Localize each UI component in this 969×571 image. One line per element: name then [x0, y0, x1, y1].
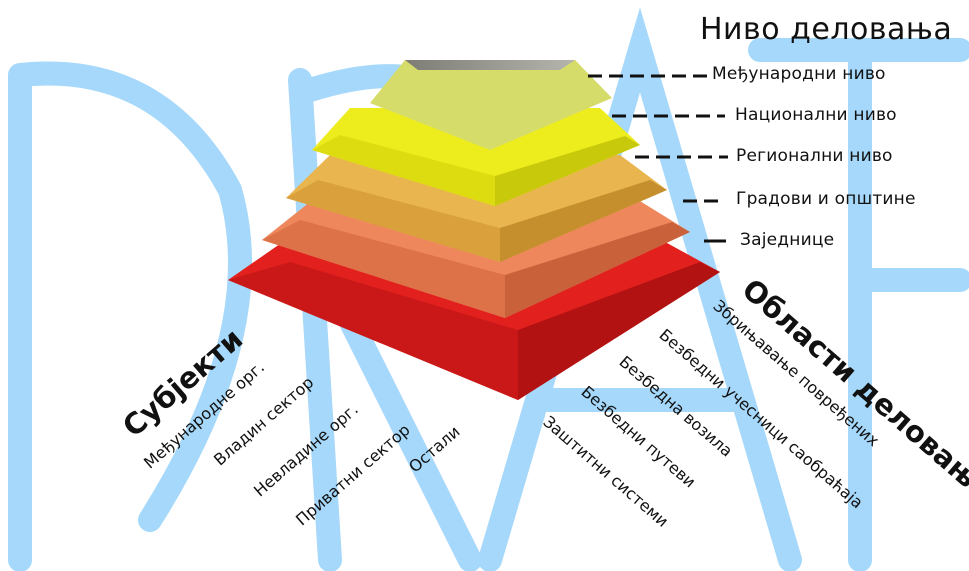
pyramid-tier-regional-side	[500, 180, 667, 262]
pyramid-tier-international	[370, 60, 612, 150]
level-label-regional: Регионални ниво	[736, 146, 893, 166]
level-label-cities: Градови и општине	[736, 189, 916, 209]
pyramid-tier-cities-face	[262, 220, 505, 318]
pyramid-tier-regional	[286, 155, 667, 262]
level-connectors	[588, 74, 728, 243]
pyramid-tier-regional-face	[286, 180, 500, 262]
pyramid-tier-national-side	[495, 136, 640, 206]
pyramid-tier-cities	[262, 198, 690, 318]
watermark-stroke-f	[748, 38, 969, 571]
watermark-stroke-a	[478, 7, 802, 571]
pyramid-tier-national	[312, 108, 640, 206]
levels-title: Ниво деловања	[700, 12, 953, 47]
pyramid-cap	[405, 60, 575, 70]
pyramid-tier-communities-side	[518, 262, 720, 400]
watermark-stroke-d	[8, 61, 252, 571]
level-label-national: Национални ниво	[735, 105, 897, 125]
pyramid-tier-cities-side	[505, 222, 690, 318]
level-label-communities: Заједнице	[740, 230, 835, 250]
pyramid-tier-national-face	[312, 135, 495, 206]
pyramid-tier-communities-face	[228, 262, 518, 400]
level-label-international: Међународни ниво	[712, 64, 886, 84]
